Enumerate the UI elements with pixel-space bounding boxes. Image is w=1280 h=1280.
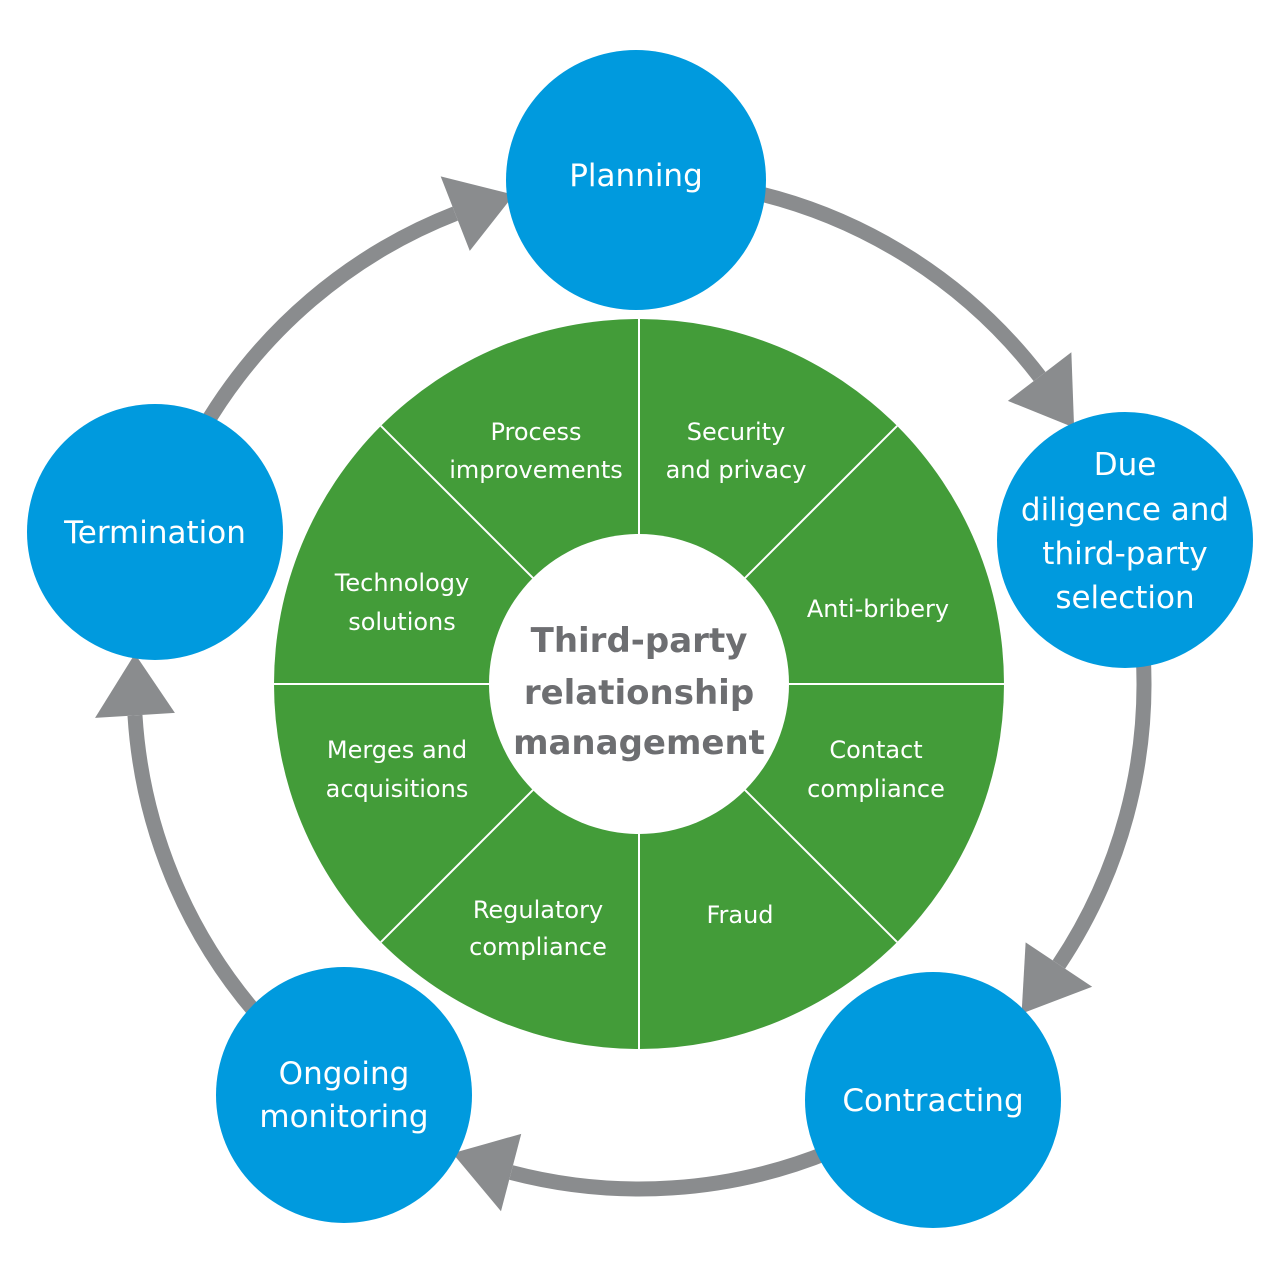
stage-label: Contracting <box>842 1083 1023 1119</box>
stage-label: Planning <box>569 158 703 194</box>
stage-label: diligence and <box>1021 492 1229 528</box>
arrowhead-icon <box>95 653 175 718</box>
segment-divider <box>380 789 534 943</box>
segment-label: Contact <box>829 736 922 764</box>
segment-regulatory-compliance: Regulatory compliance <box>469 896 607 961</box>
center-title-line: management <box>513 723 765 763</box>
arrow-due-diligence-and-third-party-selection-to-contracting <box>1021 652 1152 1014</box>
center-title-line: Third-party <box>531 621 748 661</box>
segment-fraud: Fraud <box>706 901 773 929</box>
segment-merges-and-acquisitions: Merges and acquisitions <box>326 736 469 803</box>
segment-label: improvements <box>449 456 623 484</box>
arrow-contracting-to-ongoing-monitoring <box>452 1133 834 1212</box>
stage-contracting: Contracting <box>805 972 1061 1228</box>
stage-label: monitoring <box>259 1099 428 1135</box>
segment-label: Fraud <box>706 901 773 929</box>
arrowhead-icon <box>452 1133 522 1212</box>
segment-technology-solutions: Technology solutions <box>334 569 469 636</box>
arrow-ongoing-monitoring-to-termination <box>95 653 266 1023</box>
stage-label: selection <box>1055 580 1194 616</box>
segment-label: compliance <box>469 933 607 961</box>
stage-label: third-party <box>1042 536 1207 572</box>
segment-label: solutions <box>348 608 456 636</box>
stage-circle <box>506 50 766 310</box>
segment-label: compliance <box>807 775 945 803</box>
stage-label: Termination <box>63 515 246 551</box>
stage-due-diligence-and-third-party-selection: Due diligence and third-party selection <box>997 412 1253 668</box>
arrowhead-icon <box>440 176 514 251</box>
arrow-shaft <box>197 206 458 432</box>
stage-circle <box>805 972 1061 1228</box>
segment-label: Process <box>490 418 581 446</box>
segment-process-improvements: Process improvements <box>449 418 623 484</box>
center-hub: Third-party relationship management <box>489 534 789 834</box>
arrow-termination-to-planning <box>197 176 514 432</box>
segment-contact-compliance: Contact compliance <box>807 736 945 803</box>
arrowhead-icon <box>1007 352 1075 428</box>
stage-label: Due <box>1094 447 1157 483</box>
cycle-arrows <box>95 176 1152 1212</box>
segment-label: and privacy <box>666 456 807 484</box>
center-title-line: relationship <box>524 673 754 713</box>
arrowhead-icon <box>1021 942 1093 1014</box>
arrow-shaft <box>1052 652 1152 969</box>
arrow-shaft <box>509 1144 834 1197</box>
segment-label: Merges and <box>327 736 467 764</box>
stage-termination: Termination <box>27 404 283 660</box>
segment-label: Anti-bribery <box>807 595 949 623</box>
segment-security-and-privacy: Security and privacy <box>666 418 807 484</box>
arrow-planning-to-due-diligence-and-third-party-selection <box>748 183 1075 428</box>
segment-divider <box>380 425 534 579</box>
arrow-shaft <box>127 714 266 1023</box>
segment-label: acquisitions <box>326 775 469 803</box>
center-circle <box>489 534 789 834</box>
segment-label: Regulatory <box>473 896 603 924</box>
stage-circle <box>27 404 283 660</box>
segment-label: Technology <box>334 569 469 597</box>
stage-circle <box>997 412 1253 668</box>
segment-anti-bribery: Anti-bribery <box>807 595 949 623</box>
segment-divider <box>744 789 898 943</box>
stage-planning: Planning <box>506 50 766 310</box>
arrow-shaft <box>748 183 1046 382</box>
stage-ongoing-monitoring: Ongoing monitoring <box>216 967 472 1223</box>
stage-label: Ongoing <box>279 1056 410 1092</box>
stage-circle <box>216 967 472 1223</box>
segment-divider <box>744 425 898 579</box>
segment-label: Security <box>687 418 786 446</box>
